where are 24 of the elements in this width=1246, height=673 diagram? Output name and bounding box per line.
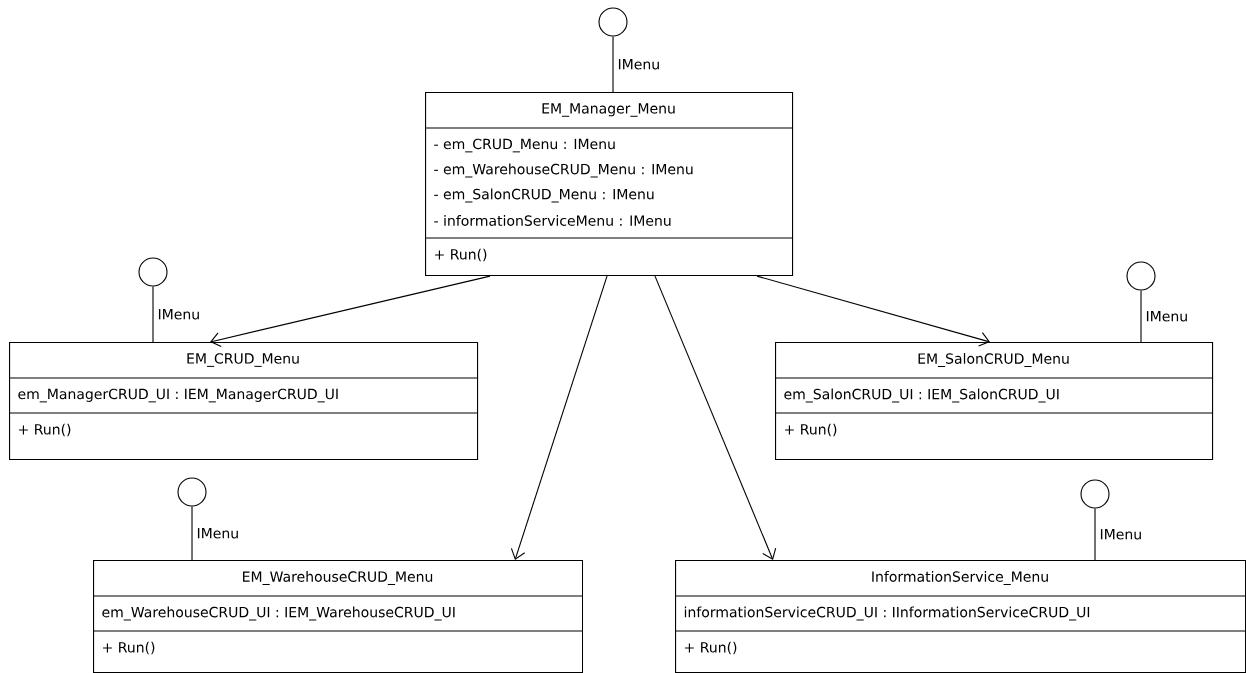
interface-lollipop [1080,479,1110,509]
class-box: EM_SalonCRUD_Menu em_SalonCRUD_UI : IEM_SalonCRUD_UI + Run() [774,342,1214,461]
lollipop-line [1140,290,1142,343]
arrow [510,275,608,560]
class-box: EM_Manager_Menu - em_CRUD_Menu : IMenu - em_WarehouseCRUD_Menu : IMenu - em_SalonCRUD_Menu : IMenu - informationServiceMenu : IMenu + Run() [424,92,794,277]
interface-lollipop [138,257,168,287]
lollipop-line [1094,508,1096,561]
interface-lollipop [598,7,628,37]
class-box: EM_WarehouseCRUD_Menu em_WarehouseCRUD_UI : IEM_WarehouseCRUD_UI + Run() [92,560,584,673]
arrow [654,275,777,560]
edge-label: IMenu [1146,311,1187,322]
arrow [210,275,491,348]
arrow [756,275,990,347]
edge-label: IMenu [158,309,199,320]
lollipop-line [612,36,614,93]
lollipop-line [191,506,193,561]
interface-lollipop [1126,261,1156,291]
edge-label: IMenu [197,528,238,539]
edge-label: IMenu [618,59,659,70]
edge-label: IMenu [1100,529,1141,540]
lollipop-line [152,286,154,343]
class-box: InformationService_Menu informationServiceCRUD_UI : IInformationServiceCRUD_UI + Run() [674,560,1246,673]
interface-lollipop [177,477,207,507]
class-box: EM_CRUD_Menu em_ManagerCRUD_UI : IEM_ManagerCRUD_UI + Run() [8,342,479,461]
